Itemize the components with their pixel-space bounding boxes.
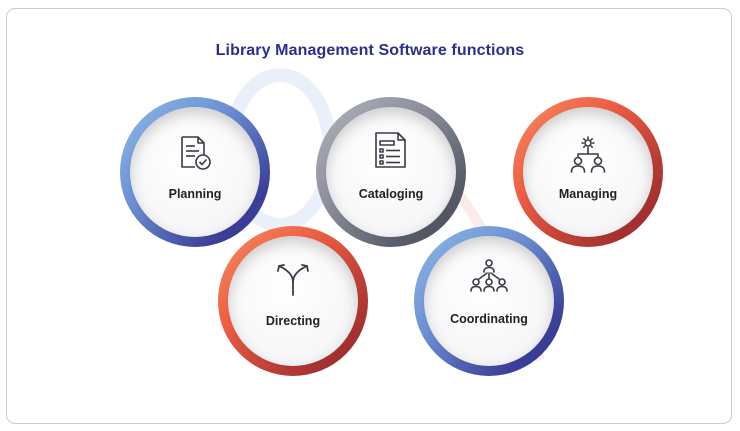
managing-inner bbox=[523, 107, 653, 237]
cataloging-label: Cataloging bbox=[358, 187, 424, 201]
document-check-icon bbox=[181, 136, 211, 170]
network-people-icon bbox=[470, 259, 508, 292]
catalog-list-icon bbox=[375, 132, 406, 168]
node-directing: Directing bbox=[218, 226, 368, 376]
directing-inner bbox=[228, 236, 358, 366]
cataloging-inner bbox=[326, 107, 456, 237]
team-structure-icon bbox=[570, 136, 606, 173]
split-arrows-icon bbox=[277, 264, 309, 296]
node-coordinating: Coordinating bbox=[414, 226, 564, 376]
node-managing: Managing bbox=[513, 97, 663, 247]
planning-inner bbox=[130, 107, 260, 237]
planning-label: Planning bbox=[168, 187, 222, 201]
managing-label: Managing bbox=[558, 187, 618, 201]
coordinating-label: Coordinating bbox=[450, 312, 528, 326]
coordinating-inner bbox=[424, 236, 554, 366]
diagram-title: Library Management Software functions bbox=[215, 42, 525, 59]
directing-label: Directing bbox=[265, 314, 321, 328]
node-planning: Planning bbox=[120, 97, 270, 247]
node-cataloging: Cataloging bbox=[316, 97, 466, 247]
